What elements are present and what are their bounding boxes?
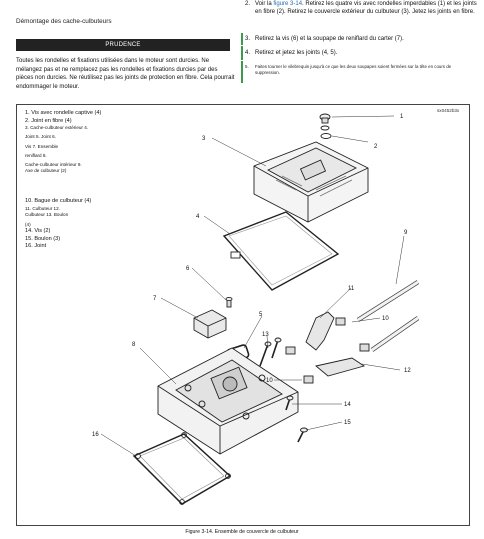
figure-id: sx0452b3x	[437, 108, 460, 113]
callout-6: 6	[186, 266, 190, 272]
callout-10b: 10	[266, 378, 273, 384]
figure-caption: Figure 3-14. Ensemble de couvercle de cu…	[185, 529, 299, 535]
legend-item: 2. Joint en fibre (4)	[25, 117, 72, 124]
callout-3: 3	[202, 136, 206, 142]
callout-12: 12	[404, 368, 411, 374]
callout-13: 13	[262, 332, 269, 338]
legend-item: Vis 7. Ensemble	[25, 143, 59, 149]
callout-1: 1	[400, 114, 404, 120]
step-number: 5.	[245, 64, 249, 69]
change-bar	[241, 33, 243, 45]
step-text: Retirez la vis (6) et la soupape de reni…	[255, 36, 404, 42]
head-gasket-icon	[132, 432, 232, 505]
step-text: Retirez et jetez les joints (4, 5).	[255, 50, 338, 56]
legend-item: 14. Vis (2)	[25, 228, 51, 235]
callout-4: 4	[196, 214, 200, 220]
change-bar	[241, 61, 243, 83]
bolt-icon	[259, 337, 282, 367]
change-bar	[241, 46, 243, 60]
screw-icon	[225, 296, 233, 308]
legend-item: Cache-culbuteur intérieur 9.	[25, 162, 82, 167]
caution-text: Toutes les rondelles et fixations utilis…	[16, 58, 235, 90]
step-number: 4.	[245, 50, 251, 56]
exploded-view-drawing: 1 2 3 4 6 7 5 13 8 11 9 10 12 10 14 15 1…	[92, 113, 420, 505]
callout-8: 8	[132, 342, 136, 348]
outer-rocker-cover-icon	[253, 141, 369, 223]
fiber-seal-icon	[320, 133, 332, 139]
legend-group-1: 1. Vis avec rondelle captive (4) 2. Join…	[25, 110, 135, 174]
step-number: 3.	[245, 36, 251, 42]
callout-9: 9	[404, 230, 408, 236]
callout-7: 7	[153, 296, 157, 302]
rocker-shaft-icon	[356, 280, 420, 352]
gasket-icon	[222, 211, 340, 291]
caution-banner: PRUDENCE	[16, 39, 230, 51]
legend-item: 1. Vis avec rondelle captive (4)	[25, 110, 102, 116]
figure-frame	[16, 104, 470, 526]
legend-item: 3. Cache-culbuteur extérieur 4.	[25, 125, 89, 131]
rocker-arm-icon	[305, 311, 335, 351]
legend-item: 11. Culbuteur 12.	[25, 205, 60, 211]
legend-item: 16. Joint	[25, 243, 47, 250]
legend-item: Culbuteur 13. Boulon	[25, 211, 69, 217]
legend-item: 15. Boulon (3)	[25, 235, 61, 242]
step-number: 2.	[245, 1, 251, 7]
legend-item: Axe de culbuteur (2)	[25, 168, 67, 174]
figure-link[interactable]: figure 3-14	[273, 1, 303, 7]
callout-10: 10	[382, 316, 389, 322]
rocker-bushing-icon	[285, 317, 370, 384]
legend-item: Joint 5. Joint 6.	[25, 134, 56, 140]
legend-item: 10. Bague de culbuteur (4)	[25, 198, 92, 204]
captive-washer-screw-icon	[319, 113, 331, 131]
inner-rocker-cover-icon	[157, 347, 299, 455]
step-text: Voir la figure 3-14. Retirez les quatre …	[255, 1, 477, 16]
callout-16: 16	[92, 432, 99, 438]
callout-5: 5	[259, 312, 263, 318]
callout-14: 14	[344, 402, 351, 408]
legend-item: (4)	[25, 222, 31, 227]
callout-11: 11	[348, 286, 355, 292]
legend-item: reniflard 8.	[25, 152, 47, 158]
step-text: Faites tourner le vilebrequin jusqu'à ce…	[255, 64, 452, 76]
callout-2: 2	[374, 144, 378, 150]
leader-lines	[100, 115, 405, 457]
rocker-arm-icon	[315, 357, 366, 377]
section-title: Démontage des cache-culbuteurs	[16, 18, 112, 25]
callout-15: 15	[344, 420, 351, 426]
legend-group-2: 10. Bague de culbuteur (4) 11. Culbuteur…	[25, 198, 135, 251]
breather-assembly-icon	[193, 309, 227, 339]
